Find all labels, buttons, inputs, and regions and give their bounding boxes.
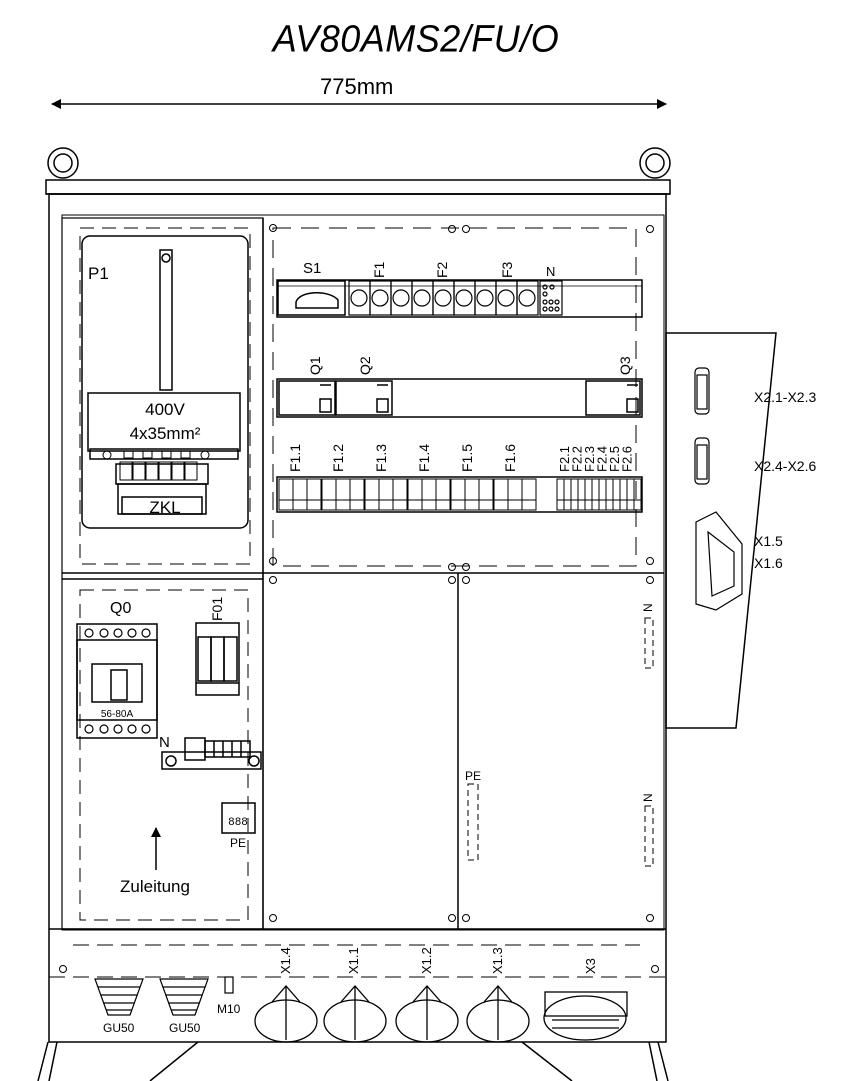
breaker-module-small [584,478,593,511]
breaker-label-f2-1: F2.1 [557,446,572,472]
surge-protector [195,622,240,696]
pe-label-left: PE [230,836,246,850]
neutral-bar-label: N [159,734,170,751]
surge-label: F01 [209,597,225,621]
breaker-label-f1-6: F1.6 [502,444,518,472]
breaker-module [507,478,523,511]
screw-set [59,224,659,973]
drawing-title: AV80AMS2/FU/O [272,16,560,60]
rcd-q1-label: Q1 [307,356,323,375]
breaker-label-f1-3: F1.3 [373,444,389,472]
fuse-f3-label: F3 [499,261,515,278]
side-socket-label-4: X1.6 [754,555,783,571]
pe-display-value: 888 [228,817,248,829]
voltage-label: 400V [145,400,185,419]
switch-s1-label: S1 [303,260,321,277]
side-socket-label-1: X2.1-X2.3 [754,389,816,405]
breaker-module [335,478,351,511]
rcd-q2-label: Q2 [357,356,373,375]
breaker-label-f2-3: F2.3 [582,446,597,472]
breaker-label-f1-2: F1.2 [330,444,346,472]
fuse-rail-housing [276,279,643,318]
main-switch-rating: 56-80A [101,709,134,720]
main-switch-label: Q0 [110,600,131,617]
pe-rail [467,783,479,861]
socket-x14-label: X1.4 [278,947,293,974]
cable-label: 4x35mm² [130,424,201,443]
breaker-module [364,478,380,511]
main-switch-body [76,623,158,739]
breaker-module [464,478,480,511]
breaker-module [321,478,337,511]
side-socket-label-3: X1.5 [754,533,783,549]
socket-x13-label: X1.3 [490,947,505,974]
breaker-label-f1-4: F1.4 [416,444,432,472]
breaker-module-small [570,478,579,511]
terminal-block-label: ZKL [149,498,180,517]
breaker-module [392,478,408,511]
socket-x11-label: X1.1 [346,947,361,974]
breaker-label-f2-6: F2.6 [620,446,635,472]
gland-label-2: GU50 [169,1021,201,1035]
breaker-module [278,478,294,511]
breaker-label-f1-1: F1.1 [287,444,303,472]
breaker-module-small [556,478,565,511]
breaker-module-small [591,478,600,511]
feed-label: Zuleitung [120,877,190,896]
breaker-module-small [577,478,586,511]
cable-glands [94,976,234,1016]
gland-m10-label: M10 [217,1002,241,1016]
upper-dashed-outline [272,227,637,567]
rcd-q3-label: Q3 [617,356,633,375]
socket-x12-label: X1.2 [419,947,434,974]
stand-legs [37,1041,669,1081]
breaker-label-f2-4: F2.4 [595,446,610,472]
lifting-eye-right [639,147,671,179]
breaker-module-small [598,478,607,511]
enclosure-body [48,193,667,1043]
breaker-module [435,478,451,511]
breaker-module [421,478,437,511]
enclosure-roof [45,179,671,195]
breaker-module [306,478,322,511]
breaker-label-f1-5: F1.5 [459,444,475,472]
breaker-module-small [619,478,628,511]
breaker-module [450,478,466,511]
breaker-module [478,478,494,511]
breaker-module [493,478,509,511]
breaker-module [407,478,423,511]
bottom-sockets [254,985,628,1043]
breaker-rail [276,476,643,513]
meter-cover [81,235,249,529]
breaker-module [292,478,308,511]
breaker-module [521,478,537,511]
n-rail-top-label: N [641,603,655,612]
rcd-rail [276,378,643,418]
fuse-f2-label: F2 [434,261,450,278]
breaker-module [349,478,365,511]
breaker-label-f2-5: F2.5 [607,446,622,472]
side-socket-label-2: X2.4-X2.6 [754,458,816,474]
meter-label: P1 [88,264,109,283]
side-socket-box [665,332,777,729]
lifting-eye-left [47,147,79,179]
n-rail-bottom-label: N [641,793,655,802]
width-dimension: 775mm [320,74,394,99]
breaker-module-small [605,478,614,511]
breaker-label-f2-2: F2.2 [570,446,585,472]
breaker-module-small [612,478,621,511]
gland-label-1: GU50 [103,1021,135,1035]
neutral-top-label: N [546,264,555,279]
socket-x3-label: X3 [583,958,598,974]
breaker-module [378,478,394,511]
fuse-f1-label: F1 [371,261,387,278]
breaker-module-small [633,478,642,511]
pe-rail-label: PE [465,769,481,783]
breaker-module-small [563,478,572,511]
neutral-bar [161,751,262,770]
breaker-module-small [626,478,635,511]
pe-terminal [221,802,256,834]
